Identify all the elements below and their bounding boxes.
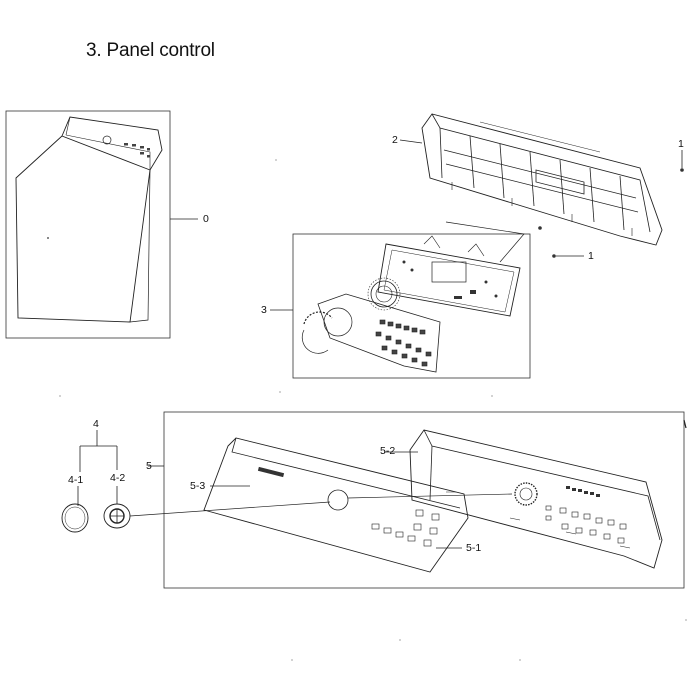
part-4-knob-assembly (61, 430, 131, 533)
part-3-electronics-assembly (270, 221, 584, 379)
callout-5: 5 (146, 460, 152, 472)
callout-4: 4 (93, 418, 99, 430)
callout-1-top: 1 (678, 138, 684, 150)
callout-4-2: 4-2 (110, 472, 126, 484)
speckle-dots (59, 159, 687, 661)
callout-0: 0 (203, 213, 209, 225)
part-0-washer-assembly (5, 110, 198, 339)
callout-5-1: 5-1 (466, 542, 482, 554)
part-2-control-frame (399, 113, 684, 246)
callout-1-mid: 1 (588, 250, 594, 262)
callout-5-3: 5-3 (190, 480, 206, 492)
callout-5-2: 5-2 (380, 445, 396, 457)
callout-4-1: 4-1 (68, 474, 84, 486)
callout-2: 2 (392, 134, 398, 146)
callout-3: 3 (261, 304, 267, 316)
page-title: 3. Panel control (86, 40, 215, 61)
part-5-fascia-assembly (129, 411, 687, 589)
